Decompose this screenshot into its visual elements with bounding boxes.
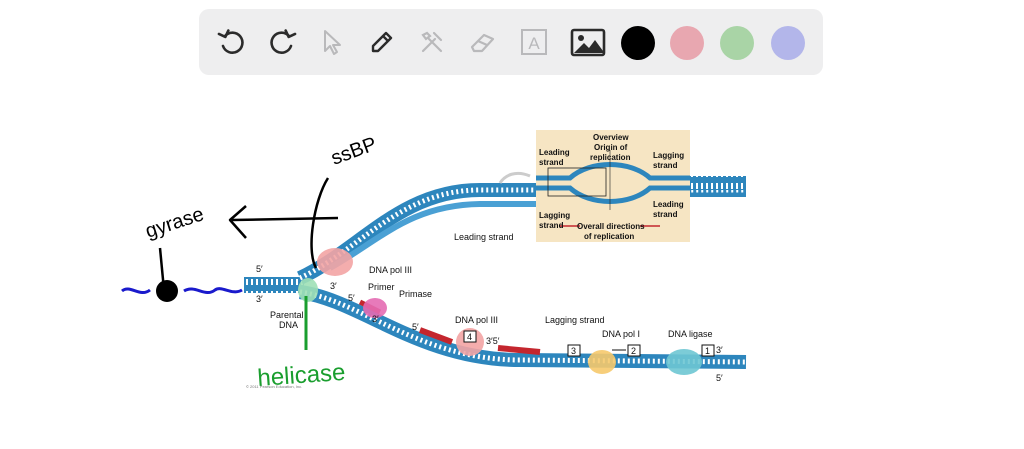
text-icon: A xyxy=(521,29,547,55)
label-3prime-5prime: 3′5′ xyxy=(486,336,500,346)
ssbp-handwritten-label: ssBP xyxy=(328,133,379,170)
tools-icon xyxy=(421,31,443,53)
label-primer: Primer xyxy=(368,282,395,292)
label-5prime-bottom: 5′ xyxy=(412,322,419,332)
label-lagging-strand: Lagging strand xyxy=(545,315,605,325)
pen-button[interactable] xyxy=(363,23,401,61)
eraser-button[interactable] xyxy=(463,23,501,61)
tools-button[interactable] xyxy=(413,23,451,61)
color-green-swatch[interactable] xyxy=(720,26,754,60)
redo-button[interactable] xyxy=(263,23,301,61)
label-parental-dna-2: DNA xyxy=(279,320,298,330)
overview-directions-1: Overall directions xyxy=(577,222,645,231)
label-primer-3prime: 3′ xyxy=(372,314,379,324)
helicase-handwritten-label: helicase xyxy=(257,359,347,392)
overview-lagging-bottom-2: strand xyxy=(539,221,564,230)
label-5prime-top: 5′ xyxy=(256,264,263,274)
redo-icon xyxy=(270,29,297,54)
label-3prime-right: 3′ xyxy=(716,345,723,355)
dna-pol-iii-top-enzyme xyxy=(317,248,353,276)
gyrase-annotation: gyrase xyxy=(121,203,243,302)
label-primer-5prime: 5′ xyxy=(348,293,355,303)
label-dna-pol-iii-bottom: DNA pol III xyxy=(455,315,498,325)
label-leading-strand: Leading strand xyxy=(454,232,514,242)
drawing-toolbar: A xyxy=(199,9,823,75)
overview-lagging-bottom-1: Lagging xyxy=(539,211,570,220)
okazaki-primer-1 xyxy=(418,327,454,345)
image-icon xyxy=(570,28,606,57)
text-button[interactable]: A xyxy=(515,23,553,61)
step-1-label: 1 xyxy=(705,346,710,356)
step-4-label: 4 xyxy=(467,332,472,342)
overview-lagging-top-2: strand xyxy=(653,161,678,170)
text-icon-glyph: A xyxy=(528,34,540,53)
label-dna-pol-i: DNA pol I xyxy=(602,329,640,339)
dna-pol-i-enzyme xyxy=(588,350,616,374)
dna-replication-diagram: 5′ 3′ Parental DNA DNA pol III Primer Pr… xyxy=(121,130,747,392)
select-pointer-icon xyxy=(324,30,341,55)
color-black-swatch[interactable] xyxy=(621,26,655,60)
step-3-label: 3 xyxy=(571,346,576,356)
select-button[interactable] xyxy=(313,23,351,61)
overview-inset: Overview Origin of replication Leading s… xyxy=(498,130,746,242)
copyright-text: © 2011 Pearson Education, Inc. xyxy=(246,384,302,389)
label-primase: Primase xyxy=(399,289,432,299)
overview-origin-2: replication xyxy=(590,153,631,162)
overview-leading-top-1: Leading xyxy=(539,148,570,157)
label-dna-ligase: DNA ligase xyxy=(668,329,713,339)
dna-ligase-enzyme xyxy=(666,349,702,375)
helicase-enzyme xyxy=(298,278,318,302)
okazaki-primer-2 xyxy=(497,345,541,355)
overview-lagging-top-1: Lagging xyxy=(653,151,684,160)
label-dna-pol-iii-top: DNA pol III xyxy=(369,265,412,275)
overview-origin-1: Origin of xyxy=(594,143,628,152)
overview-leading-bottom-1: Leading xyxy=(653,200,684,209)
color-pink-swatch[interactable] xyxy=(670,26,704,60)
label-parental-dna-1: Parental xyxy=(270,310,304,320)
step-2-label: 2 xyxy=(631,346,636,356)
label-5prime-right: 5′ xyxy=(716,373,723,383)
pen-icon xyxy=(371,31,393,53)
overview-title: Overview xyxy=(593,133,629,142)
eraser-icon xyxy=(470,33,495,53)
label-mid-3prime: 3′ xyxy=(330,281,337,291)
overview-leading-bottom-2: strand xyxy=(653,210,678,219)
primase-enzyme xyxy=(363,298,387,318)
image-button[interactable] xyxy=(569,23,607,61)
overview-leading-top-2: strand xyxy=(539,158,564,167)
undo-button[interactable] xyxy=(213,23,251,61)
gyrase-handwritten-label: gyrase xyxy=(143,203,207,242)
helicase-annotation: helicase xyxy=(257,296,347,392)
label-3prime-top: 3′ xyxy=(256,294,263,304)
color-lavender-swatch[interactable] xyxy=(771,26,805,60)
overview-directions-2: of replication xyxy=(584,232,634,241)
undo-icon xyxy=(217,29,244,54)
whiteboard-canvas[interactable]: 5′ 3′ Parental DNA DNA pol III Primer Pr… xyxy=(0,90,1024,444)
